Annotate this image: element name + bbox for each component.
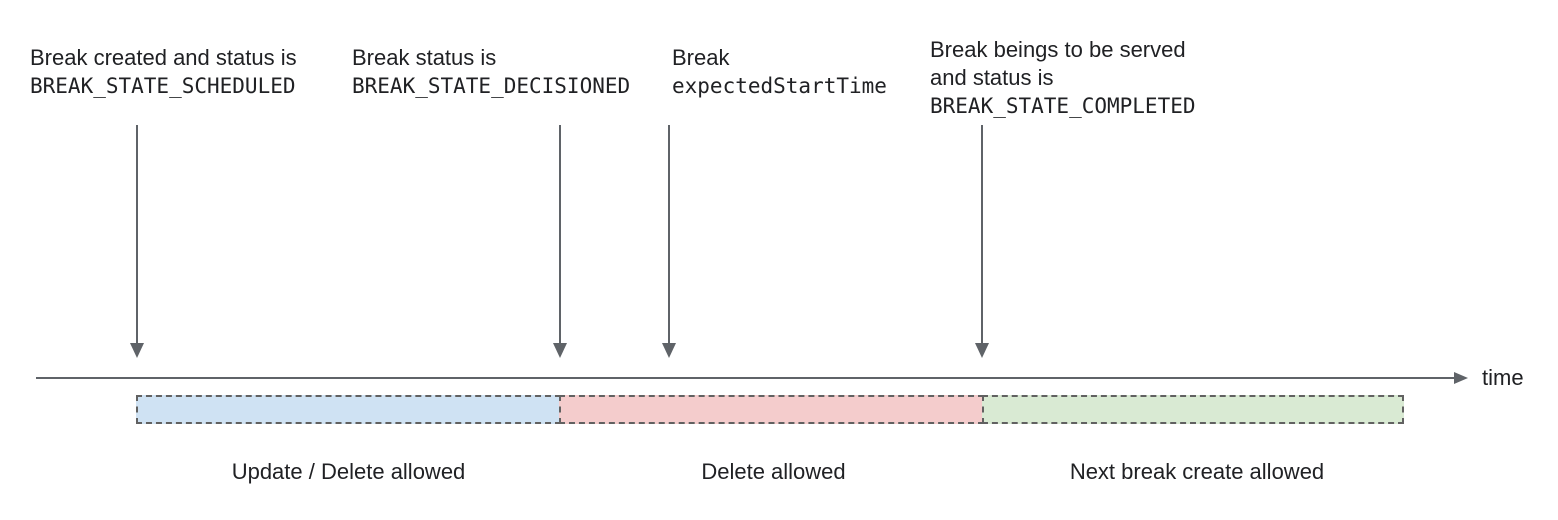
event-arrow-expected-start [662, 125, 676, 358]
annotation-code: BREAK_STATE_SCHEDULED [30, 74, 296, 98]
annotation-text: and status is [930, 65, 1054, 90]
annotation-break-scheduled: Break created and status is BREAK_STATE_… [30, 44, 297, 100]
segment-delete-allowed [559, 395, 984, 424]
annotation-break-completed: Break beings to be served and status is … [930, 36, 1196, 120]
annotation-text: Break [672, 45, 730, 70]
annotation-code: BREAK_STATE_DECISIONED [352, 74, 631, 98]
phase-bar [136, 395, 1406, 424]
time-axis-label: time [1482, 365, 1524, 390]
event-arrow-completed [975, 125, 989, 358]
phase-label-update-delete: Update / Delete allowed [231, 459, 466, 484]
arrow-down-icon [130, 343, 144, 358]
phase-label-next-break-create: Next break create allowed [1069, 459, 1325, 484]
annotation-text: Break status is [352, 45, 497, 70]
annotation-expected-start-time: Break expectedStartTime [672, 44, 887, 100]
annotation-code: BREAK_STATE_COMPLETED [930, 94, 1196, 118]
annotation-break-decisioned: Break status is BREAK_STATE_DECISIONED [352, 44, 630, 100]
time-axis-line [36, 377, 1455, 379]
annotation-code: expectedStartTime [672, 74, 887, 98]
arrow-shaft [136, 125, 138, 343]
arrow-down-icon [553, 343, 567, 358]
arrow-shaft [668, 125, 670, 343]
arrow-shaft [981, 125, 983, 343]
event-arrow-decisioned [553, 125, 567, 358]
annotation-text: Break beings to be served [930, 37, 1186, 62]
annotation-text: Break created and status is [30, 45, 297, 70]
segment-next-break-create-allowed [982, 395, 1404, 424]
phase-label-delete: Delete allowed [701, 459, 846, 484]
arrow-down-icon [975, 343, 989, 358]
arrow-shaft [559, 125, 561, 343]
arrow-down-icon [662, 343, 676, 358]
segment-update-delete-allowed [136, 395, 561, 424]
arrow-right-icon [1454, 372, 1468, 384]
event-arrow-scheduled [130, 125, 144, 358]
